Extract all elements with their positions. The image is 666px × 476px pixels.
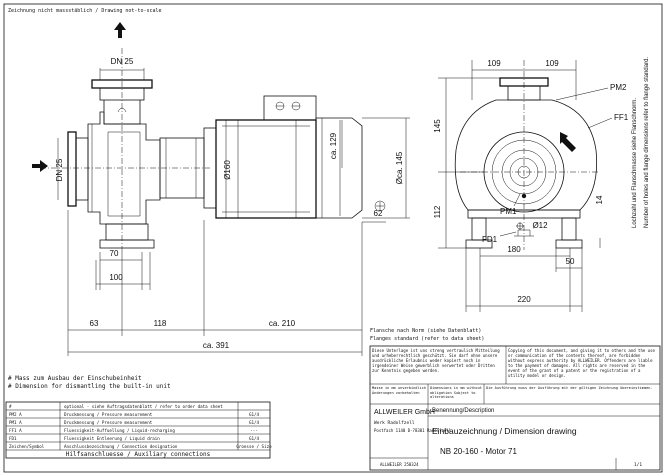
ff1-label: FF1 [614,113,629,122]
dim-109-left: 109 [487,59,501,68]
dim-70: 70 [110,249,119,258]
scale-note: Zeichnung nicht massstäblich / Drawing n… [8,8,162,14]
company-name: ALLWEILER GmbH [374,409,435,416]
dim-145: 145 [433,119,442,133]
legend-footer: Hilfsanschluesse / Auxiliary connections [66,451,211,458]
dismantle-note-de: # Mass zum Ausbau der Einschubeinheit [8,375,142,382]
dim-129: ca. 129 [329,132,338,159]
company-works: Werk Radolfzell [374,420,415,426]
legend-row-desc: Druckmessung / Pressure measurement [64,420,153,425]
dim-100: 100 [109,273,123,282]
dim-118: 118 [154,319,167,328]
legend-row-size: G1/4 [249,412,260,417]
front-view: 109 109 145 112 PM2 FF1 PM1 FD1 Ø12 14 1… [433,57,650,312]
title-block: Diese Unterlage ist uns streng vertrauli… [369,345,661,471]
legend-row-desc: optional - siehe Auftragsdatenblatt / re… [64,404,223,409]
aux-connections-table: # optional - siehe Auftragsdatenblatt / r… [5,401,272,459]
copyright-de: Diese Unterlage ist uns streng vertrauli… [372,348,500,373]
legend-row-code: # [9,404,12,409]
legend-row-desc: Fluessigkeit Entleerung / Liquid drain [64,436,160,441]
drawing-number: ALLWEILER 250324 [380,462,419,467]
legend-row-size: G1/4 [249,436,260,441]
pump-model: NB 20-160 - Motor 71 [440,447,517,456]
dismantle-note-en: # Dimension for dismantling the built-in… [8,383,171,390]
side-view: DN 25 DN 25 [32,22,410,356]
legend-row-code: PM2 A [9,412,22,417]
fd1-label: FD1 [482,235,498,244]
dim-62: 62 [374,209,383,218]
copyright-en: Copying of this document, and giving it … [508,348,655,378]
designation-label: Benennung/Description [432,408,494,414]
side-note-de: Lochzahl und Flanschmasse siehe Flanschn… [632,98,638,228]
flange-note-en: Flanges standard (refer to data sheet) [370,336,484,342]
company-address: Postfach 1140 D-78301 Radolfzell [374,428,452,433]
dim-ca210: ca. 210 [269,319,296,328]
drawing-title: Einbauzeichnung / Dimension drawing [432,426,577,436]
dn-top-label: DN 25 [111,57,134,66]
note-b: Dimensions in mm without obligation Subj… [430,386,482,399]
legend-row-code: FF1 A [9,428,22,433]
legend-row-size: --- [250,428,258,433]
legend-row-code: Zeichen/Symbol [9,444,45,449]
flange-note-de: Flansche nach Norm (siehe Datenblatt) [370,328,481,334]
inlet-arrow-icon [32,160,48,172]
dim-50: 50 [566,257,575,266]
legend-row-size: G1/4 [249,420,260,425]
side-note-en: Number of holes and flange dimensions re… [644,57,650,228]
dim-14: 14 [595,195,604,204]
legend-row-code: FD1 [9,436,17,441]
dim-220: 220 [517,295,531,304]
dim-12: Ø12 [532,221,548,230]
legend-row-code: PM1 A [9,420,22,425]
pm2-label: PM2 [610,83,627,92]
dim-160: Ø160 [223,160,232,180]
sheet-frame [3,3,663,473]
dim-109-right: 109 [545,59,559,68]
note-a: Masse in mm unverbindlich Änderungen vor… [372,386,427,395]
legend-row-desc: Druckmessung / Pressure measurement [64,412,153,417]
outlet-arrow-icon [114,22,126,38]
legend-row-desc: Anschlussbezeichnung / Connection design… [64,444,178,449]
pm1-label: PM1 [500,207,517,216]
dim-112: 112 [433,205,442,218]
legend-row-size: Groesse / Size [236,444,272,449]
legend-row-desc: Fluessigkeit-Auffuellung / Liquid-rechar… [64,428,175,433]
dn-left-label: DN 25 [55,158,64,181]
dim-ca145: Øca. 145 [395,151,404,184]
sheet-number: 1/1 [634,462,642,468]
note-c: Die Ausführung muss der Ausführung mit d… [486,386,653,390]
drain-arrow-icon [560,132,576,152]
dim-63: 63 [90,319,99,328]
dim-180: 180 [507,245,521,254]
dim-ca391: ca. 391 [203,341,230,350]
